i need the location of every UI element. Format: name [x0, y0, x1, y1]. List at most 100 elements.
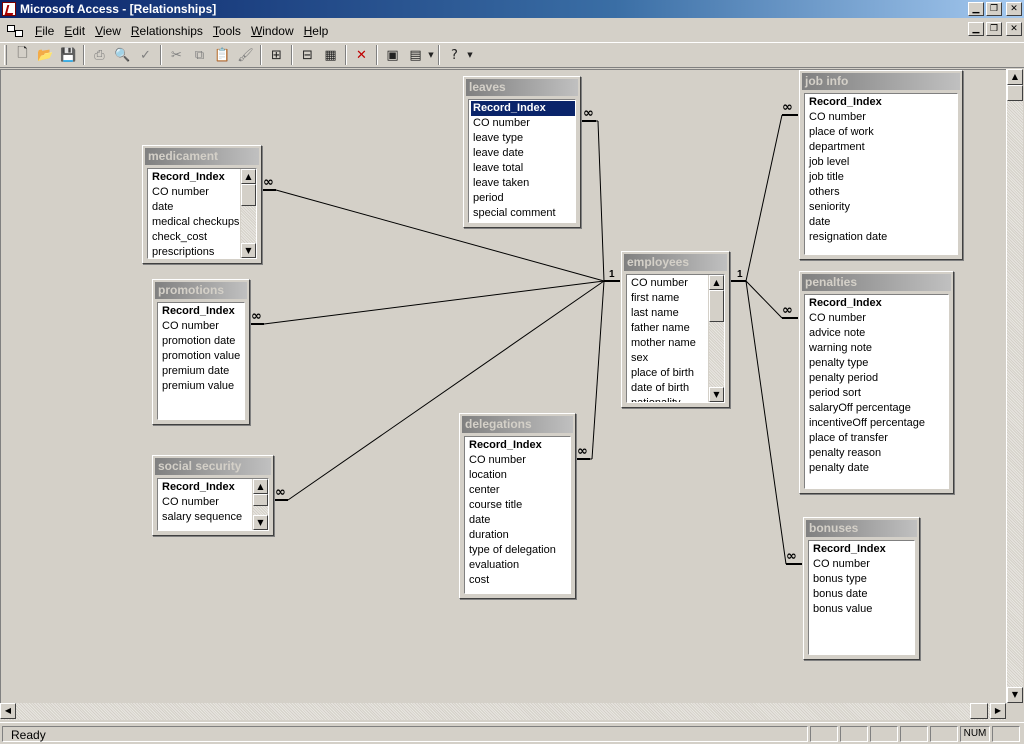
menu-edit[interactable]: Edit — [64, 23, 86, 38]
field-item[interactable]: Record_Index — [162, 481, 235, 493]
field-item[interactable]: Record_Index — [809, 297, 882, 309]
field-item[interactable]: period sort — [809, 387, 861, 399]
scroll-left-icon[interactable]: ◀ — [0, 703, 16, 719]
table-delegations[interactable]: delegations Record_Index CO number locat… — [459, 413, 576, 599]
table-social-security[interactable]: social security Record_Index CO number s… — [152, 455, 274, 536]
field-item[interactable]: date of birth — [631, 382, 690, 394]
table-title[interactable]: promotions — [155, 282, 247, 299]
help-icon[interactable]: ? — [451, 47, 458, 63]
field-item[interactable]: first name — [631, 292, 680, 304]
close-button[interactable]: ✕ — [1006, 2, 1022, 16]
new-object-dropdown-icon[interactable]: ▼ — [428, 51, 434, 59]
menu-file[interactable]: File — [35, 23, 55, 38]
scroll-up-icon[interactable]: ▲ — [241, 169, 256, 184]
field-item[interactable]: penalty reason — [809, 447, 882, 459]
field-item[interactable]: CO number — [813, 558, 870, 570]
relationships-doc-icon[interactable] — [6, 24, 24, 38]
print-icon[interactable]: ⎙ — [94, 47, 105, 63]
field-item[interactable]: job title — [809, 171, 844, 183]
doc-restore-button[interactable]: ❐ — [986, 22, 1002, 36]
table-bonuses[interactable]: bonuses Record_Index CO number bonus typ… — [803, 517, 920, 660]
field-item[interactable]: type of delegation — [469, 544, 556, 556]
field-item[interactable]: CO number — [809, 312, 866, 324]
database-window-icon[interactable]: ▣ — [386, 47, 399, 63]
field-item[interactable]: job level — [809, 156, 850, 168]
field-item[interactable]: CO number — [473, 117, 530, 129]
menu-relationships[interactable]: Relationships — [130, 23, 203, 38]
field-item[interactable]: course title — [469, 499, 523, 511]
table-penalties[interactable]: penalties Record_Index CO number advice … — [799, 271, 954, 494]
menu-tools[interactable]: Tools — [212, 23, 241, 38]
field-item[interactable]: Record_Index — [809, 96, 882, 108]
field-item[interactable]: warning note — [809, 342, 872, 354]
field-item[interactable]: Record_Index — [471, 101, 575, 116]
show-table-icon[interactable]: ⊞ — [271, 47, 282, 63]
field-item[interactable]: date — [809, 216, 831, 228]
field-item[interactable]: Record_Index — [469, 439, 542, 451]
field-item[interactable]: CO number — [152, 186, 209, 198]
field-list[interactable]: Record_Index CO number salary sequence ▲… — [157, 478, 269, 531]
delete-icon[interactable]: ✕ — [356, 47, 367, 63]
field-item[interactable]: advice note — [809, 327, 866, 339]
field-item[interactable]: premium value — [162, 380, 235, 392]
format-painter-icon[interactable]: 🖌 — [237, 47, 254, 63]
field-item[interactable]: bonus type — [813, 573, 867, 585]
scroll-up-icon[interactable]: ▲ — [1007, 69, 1023, 85]
table-title[interactable]: job info — [802, 73, 960, 90]
field-list[interactable]: Record_Index CO number promotion date pr… — [157, 302, 245, 420]
scroll-down-icon[interactable]: ▼ — [1007, 687, 1023, 703]
table-employees[interactable]: employees CO number first name last name… — [621, 251, 730, 408]
table-title[interactable]: penalties — [802, 274, 951, 291]
field-list-scrollbar[interactable]: ▲ ▼ — [252, 479, 268, 530]
save-icon[interactable]: 💾 — [60, 47, 77, 63]
new-icon[interactable]: 🗋 — [17, 46, 28, 61]
field-list[interactable]: CO number first name last name father na… — [626, 274, 725, 403]
new-object-icon[interactable]: ▤ — [409, 47, 422, 63]
field-item[interactable]: father name — [631, 322, 690, 334]
table-title[interactable]: medicament — [145, 148, 259, 165]
field-item[interactable]: Record_Index — [813, 543, 886, 555]
field-item[interactable]: Record_Index — [152, 171, 225, 183]
field-item[interactable]: center — [469, 484, 500, 496]
menu-help[interactable]: Help — [303, 23, 329, 38]
field-item[interactable]: medical checkups — [152, 216, 240, 228]
table-medicament[interactable]: medicament Record_Index CO number date m… — [142, 145, 262, 264]
scroll-down-icon[interactable]: ▼ — [709, 387, 724, 402]
canvas-horizontal-scrollbar[interactable]: ◀ ▶ — [0, 703, 1006, 720]
minimize-button[interactable]: ▁ — [968, 2, 984, 16]
table-title[interactable]: delegations — [462, 416, 573, 433]
scroll-thumb[interactable] — [1007, 85, 1023, 101]
field-item[interactable]: special comment — [473, 207, 556, 219]
field-item[interactable]: Record_Index — [162, 305, 235, 317]
field-list[interactable]: Record_Index CO number leave type leave … — [468, 99, 576, 223]
field-item[interactable]: bonus value — [813, 603, 873, 615]
field-list-scrollbar[interactable]: ▲ ▼ — [240, 169, 256, 258]
field-item[interactable]: CO number — [162, 496, 219, 508]
table-leaves[interactable]: leaves Record_Index CO number leave type… — [463, 76, 581, 228]
field-item[interactable]: leave taken — [473, 177, 530, 189]
table-title[interactable]: bonuses — [806, 520, 917, 537]
copy-icon[interactable]: ⧉ — [194, 47, 205, 63]
table-promotions[interactable]: promotions Record_Index CO number promot… — [152, 279, 250, 425]
field-list[interactable]: Record_Index CO number date medical chec… — [147, 168, 257, 259]
field-item[interactable]: cost — [469, 574, 490, 586]
field-item[interactable]: location — [469, 469, 507, 481]
field-item[interactable]: penalty date — [809, 462, 869, 474]
print-preview-icon[interactable]: 🔍 — [114, 47, 131, 63]
field-item[interactable]: leave type — [473, 132, 524, 144]
paste-icon[interactable]: 📋 — [214, 47, 231, 63]
field-item[interactable]: CO number — [809, 111, 866, 123]
field-item[interactable]: CO number — [162, 320, 219, 332]
spelling-icon[interactable]: ✓ — [140, 47, 151, 63]
scroll-thumb[interactable] — [253, 494, 268, 506]
menu-window[interactable]: Window — [250, 23, 294, 38]
open-icon[interactable]: 📂 — [37, 47, 54, 63]
field-item[interactable]: CO number — [631, 277, 688, 289]
field-item[interactable]: prescriptions — [152, 246, 215, 258]
access-app-icon[interactable] — [2, 2, 16, 16]
field-item[interactable]: incentiveOff percentage — [809, 417, 925, 429]
scroll-right-icon[interactable]: ▶ — [990, 703, 1006, 719]
help-dropdown-icon[interactable]: ▼ — [467, 51, 473, 59]
scroll-thumb[interactable] — [709, 290, 724, 322]
scroll-thumb[interactable] — [241, 184, 256, 206]
